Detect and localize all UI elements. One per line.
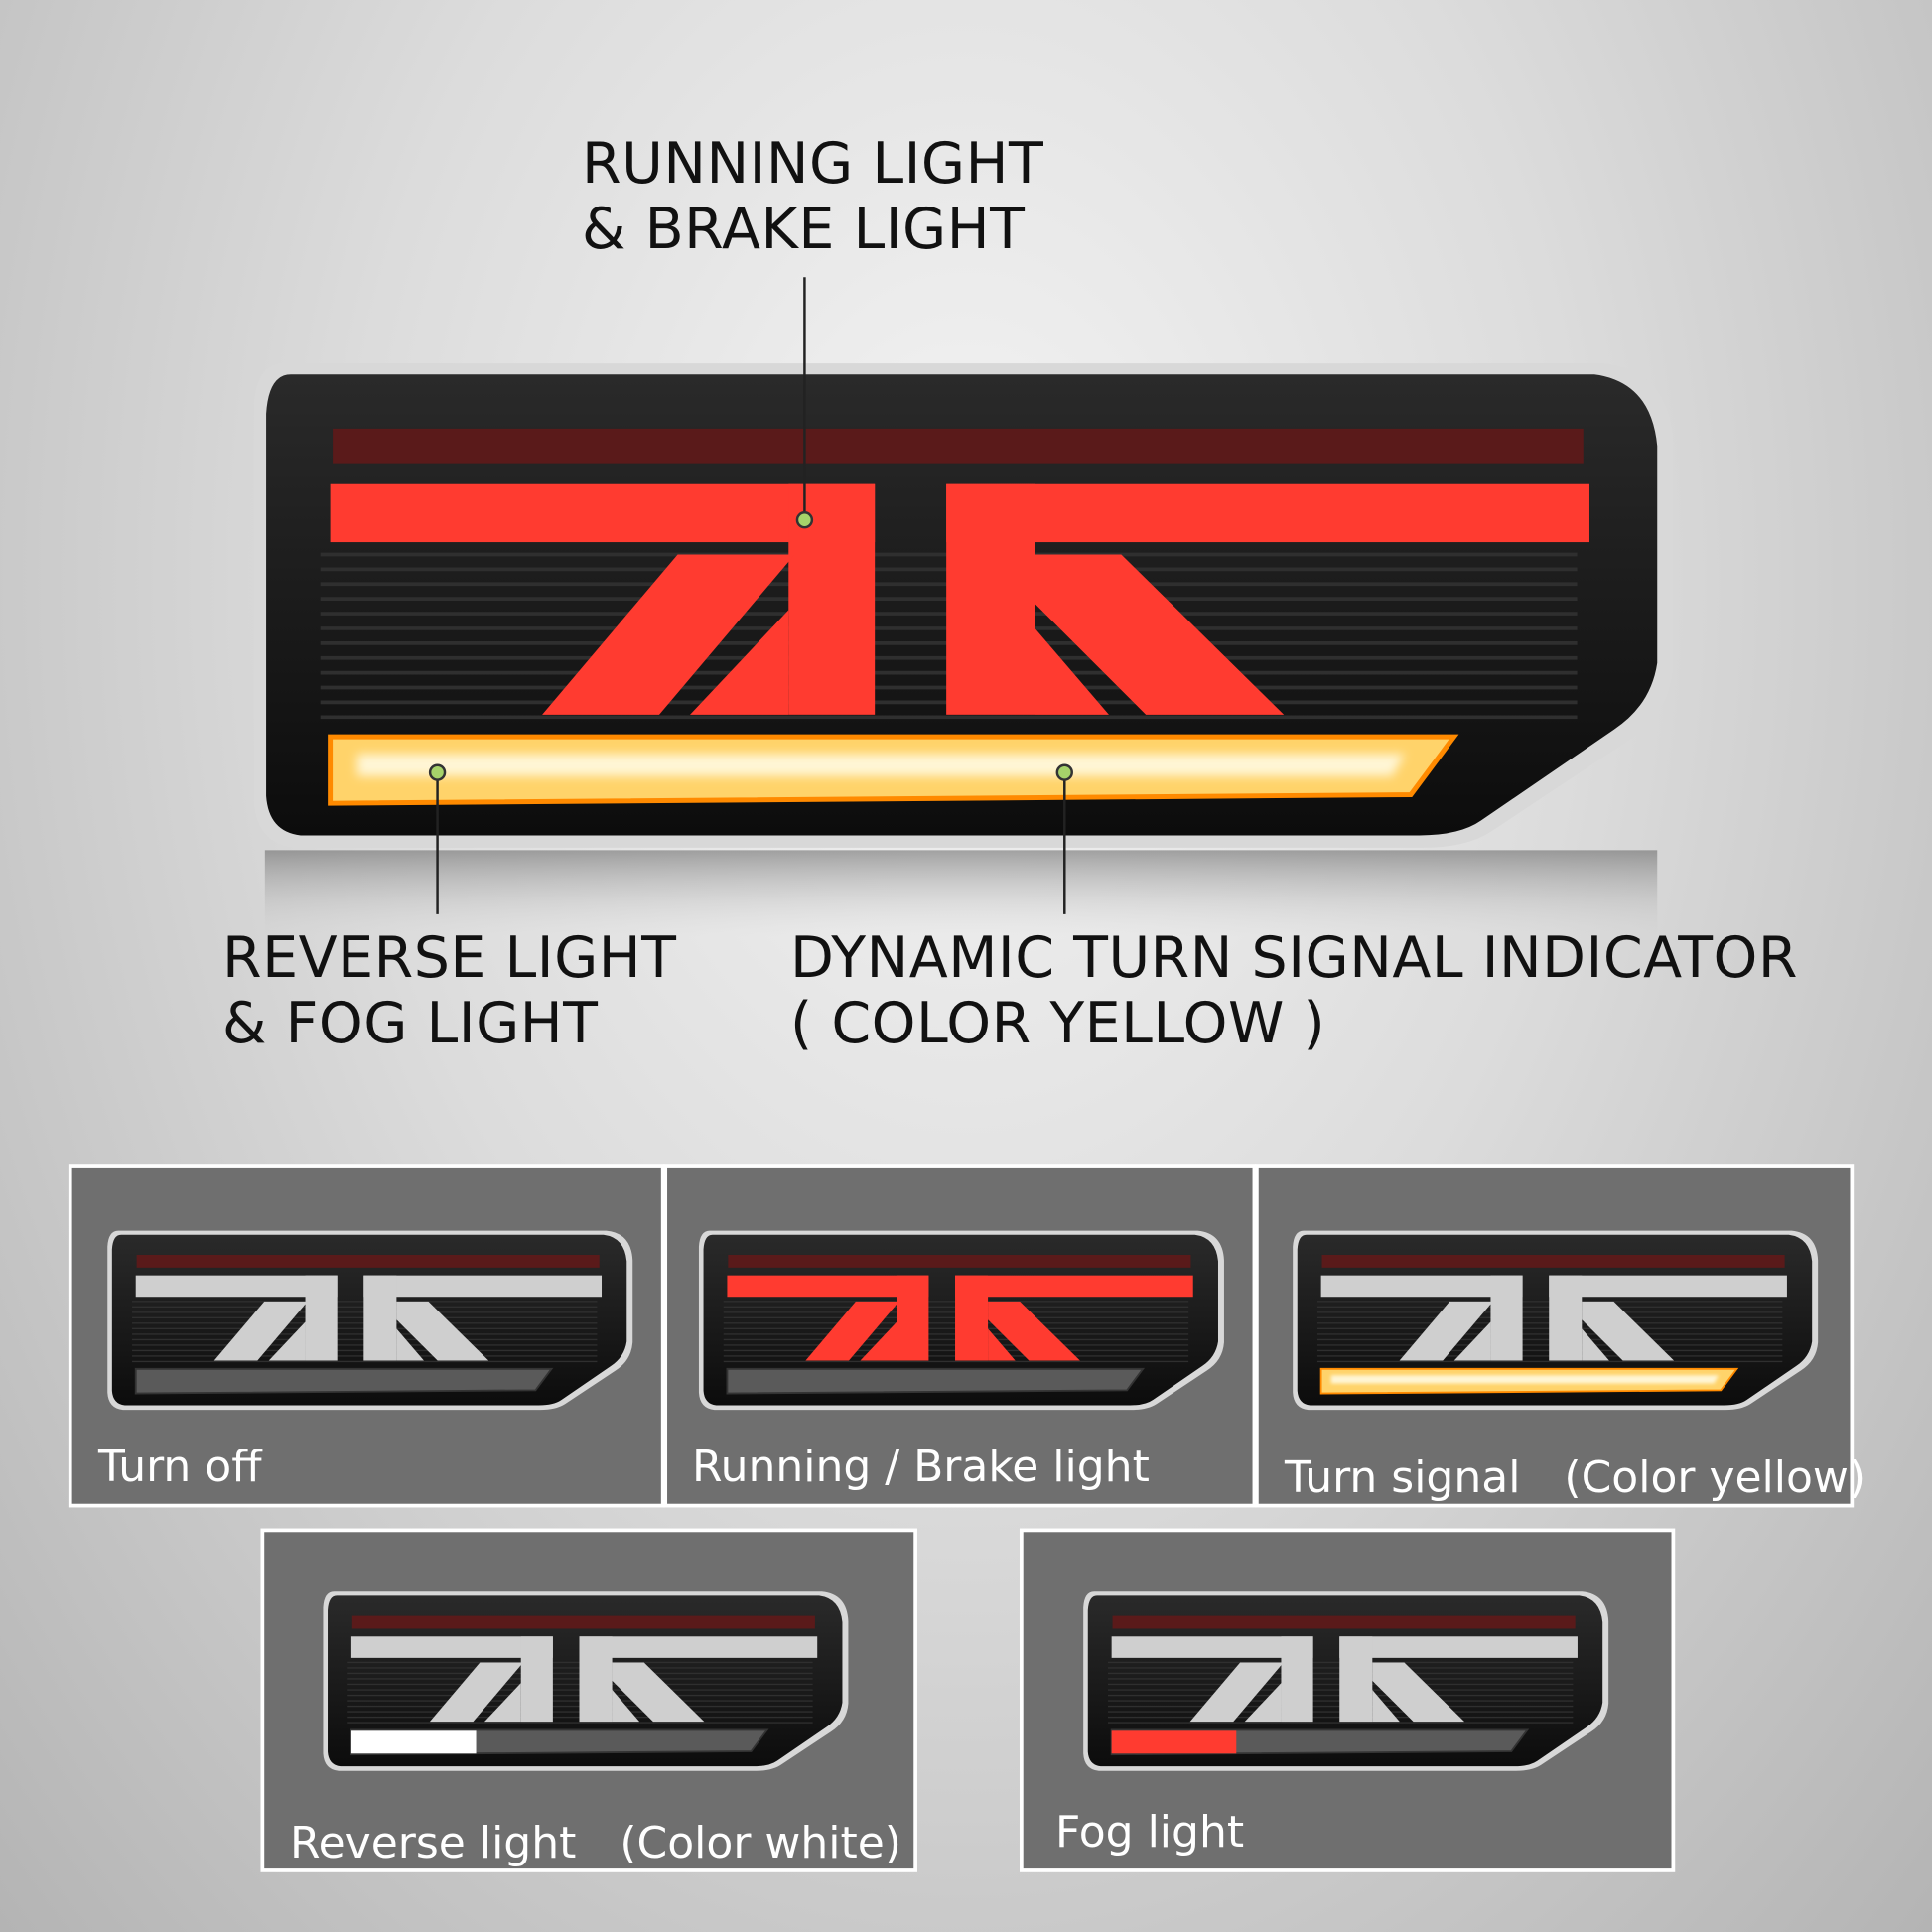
union-jack-light [330, 483, 1589, 715]
lower-light-segment [1111, 1730, 1237, 1754]
top-reflector [728, 1254, 1191, 1268]
mini-lamp-fog [1083, 1591, 1609, 1771]
union-jack-light [350, 1636, 818, 1723]
callout-lines [428, 277, 1073, 914]
top-reflector [333, 428, 1584, 464]
union-jack-light [1111, 1636, 1578, 1723]
lower-light-bar [134, 1367, 554, 1395]
callout-line-1: REVERSE LIGHT [222, 925, 677, 991]
union-jack-light [727, 1275, 1193, 1361]
union-jack-light [1320, 1275, 1787, 1361]
mini-lamp-off [107, 1230, 633, 1411]
top-reflector [1112, 1615, 1576, 1629]
main-tail-light [253, 363, 1674, 848]
panel-label-running: Running / Brake light [692, 1442, 1150, 1492]
marker-dot [428, 763, 447, 781]
panel-label-off: Turn off [98, 1442, 262, 1492]
panel-label-turn: Turn signal (Color yellow) [1285, 1452, 1866, 1503]
callout-line-2: ( COLOR YELLOW ) [790, 991, 1326, 1056]
mini-lamp-reverse [323, 1591, 849, 1771]
callout-line-2: & BRAKE LIGHT [582, 197, 1026, 262]
marker-dot [1055, 763, 1073, 781]
callout-line-1: DYNAMIC TURN SIGNAL INDICATOR [790, 925, 1799, 991]
callout-line-1: RUNNING LIGHT [582, 131, 1044, 197]
callout-running-brake: RUNNING LIGHT & BRAKE LIGHT [582, 131, 1043, 262]
mini-lamp-running [698, 1230, 1224, 1411]
panel-label-fog: Fog light [1055, 1807, 1245, 1858]
lower-light-bar [726, 1367, 1146, 1395]
callout-reverse-fog: REVERSE LIGHT & FOG LIGHT [222, 925, 676, 1056]
marker-dot [795, 511, 814, 529]
union-jack-light [135, 1275, 603, 1361]
lamp-reflection [264, 850, 1658, 937]
top-reflector [136, 1254, 600, 1268]
top-reflector [351, 1615, 815, 1629]
callout-line-2: & FOG LIGHT [222, 991, 599, 1056]
mini-lamp-turn [1293, 1230, 1819, 1411]
panel-label-reverse: Reverse light (Color white) [290, 1818, 901, 1868]
lower-light-segment [350, 1730, 477, 1754]
callout-turn-signal: DYNAMIC TURN SIGNAL INDICATOR ( COLOR YE… [790, 925, 1798, 1056]
top-reflector [1321, 1254, 1785, 1268]
